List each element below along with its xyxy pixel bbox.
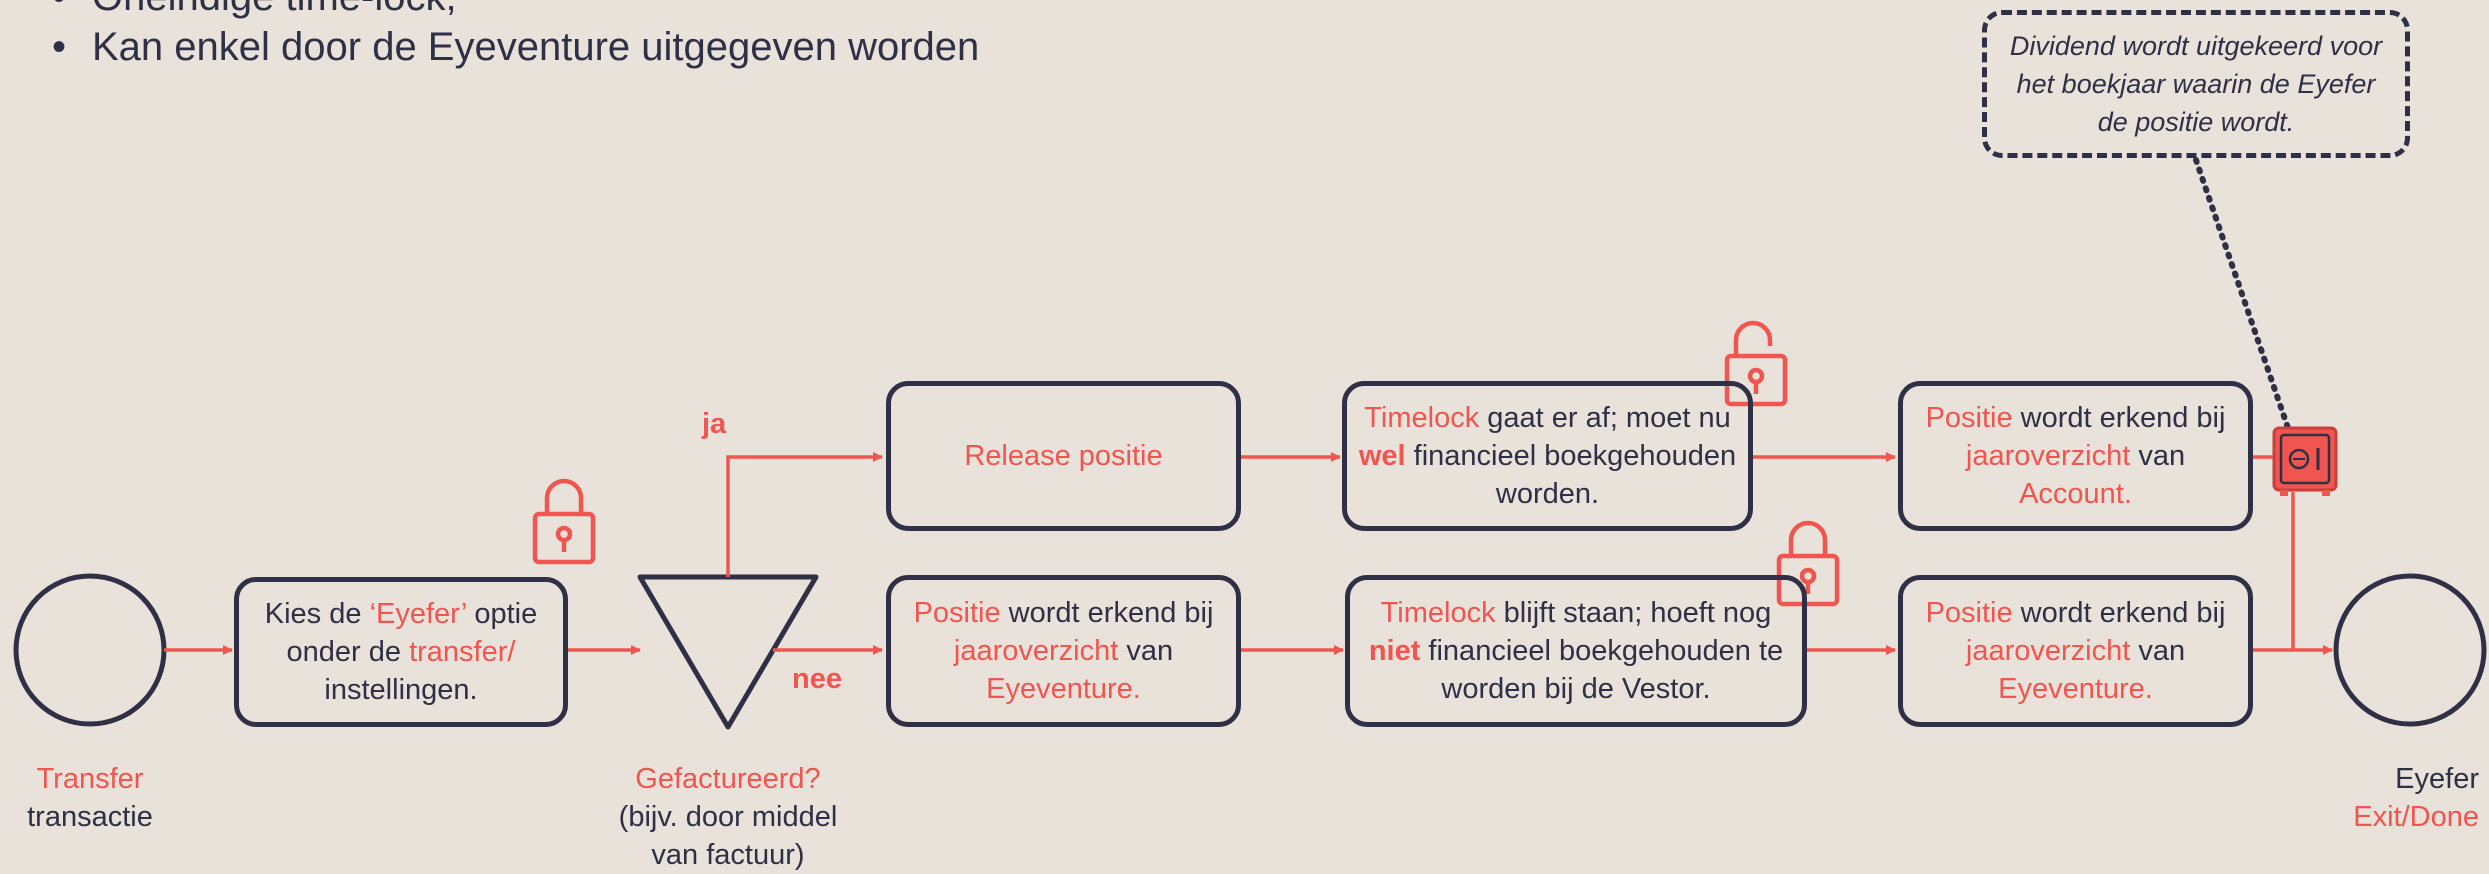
box-text: Positie wordt erkend bij jaaroverzicht v… [1925, 597, 2226, 705]
connector [726, 452, 883, 577]
connectors [164, 452, 2333, 655]
branch-yes-label: ja [702, 408, 727, 440]
box-text: Timelock blijft staan; hoeft nog niet fi… [1368, 597, 1784, 705]
decision-label-line3: van factuur) [651, 839, 805, 871]
decision-label: Gefactureerd? (bijv. door middel van fac… [578, 760, 878, 874]
box-text: Positie wordt erkend bij jaaroverzicht v… [913, 597, 1214, 705]
account-overview-box: Positie wordt erkend bij jaaroverzicht v… [1898, 381, 2253, 531]
decision-label-line2: (bijv. door middel [618, 801, 838, 833]
start-label-line2: transactie [27, 801, 153, 833]
bullet-item: Kan enkel door de Eyeventure uitgegeven … [48, 22, 979, 72]
decision-gateway [637, 574, 819, 730]
box-text: Positie wordt erkend bij jaaroverzicht v… [1925, 402, 2226, 510]
end-label: Eyefer Exit/Done [2300, 760, 2479, 836]
branch-no-label: nee [792, 663, 842, 695]
lock-open-icon [1724, 320, 1788, 407]
bullet-list: Oneindige time-lock; Kan enkel door de E… [48, 0, 979, 72]
safe-icon [2272, 426, 2338, 496]
dividend-note: Dividend wordt uitgekeerd voor het boekj… [1982, 10, 2410, 158]
lock-closed-icon [532, 478, 596, 565]
eyeventure-overview-box-final: Positie wordt erkend bij jaaroverzicht v… [1898, 575, 2253, 727]
note-pointer [2193, 157, 2291, 431]
end-event [2333, 573, 2487, 727]
lock-closed-icon [1776, 520, 1840, 607]
start-label: Transfer transactie [0, 760, 180, 836]
start-label-line1: Transfer [36, 763, 144, 795]
release-position-box: Release positie [886, 381, 1241, 531]
end-label-line1: Eyefer [2395, 763, 2479, 795]
eyeventure-overview-box: Positie wordt erkend bij jaaroverzicht v… [886, 575, 1241, 727]
timelock-on-box: Timelock blijft staan; hoeft nog niet fi… [1345, 575, 1807, 727]
decision-label-line1: Gefactureerd? [635, 763, 821, 795]
select-eyefer-box: Kies de ‘Eyefer’ optie onder de transfer… [234, 577, 568, 727]
start-event [13, 573, 167, 727]
note-text: Dividend wordt uitgekeerd voor het boekj… [2009, 31, 2383, 137]
box-text: Timelock gaat er af; moet nu wel financi… [1358, 402, 1737, 510]
bullet-item: Oneindige time-lock; [48, 0, 979, 22]
timelock-off-box: Timelock gaat er af; moet nu wel financi… [1342, 381, 1753, 531]
box-text: Release positie [964, 440, 1163, 472]
box-text: Kies de ‘Eyefer’ optie onder de transfer… [264, 598, 538, 706]
end-label-line2: Exit/Done [2353, 801, 2479, 833]
